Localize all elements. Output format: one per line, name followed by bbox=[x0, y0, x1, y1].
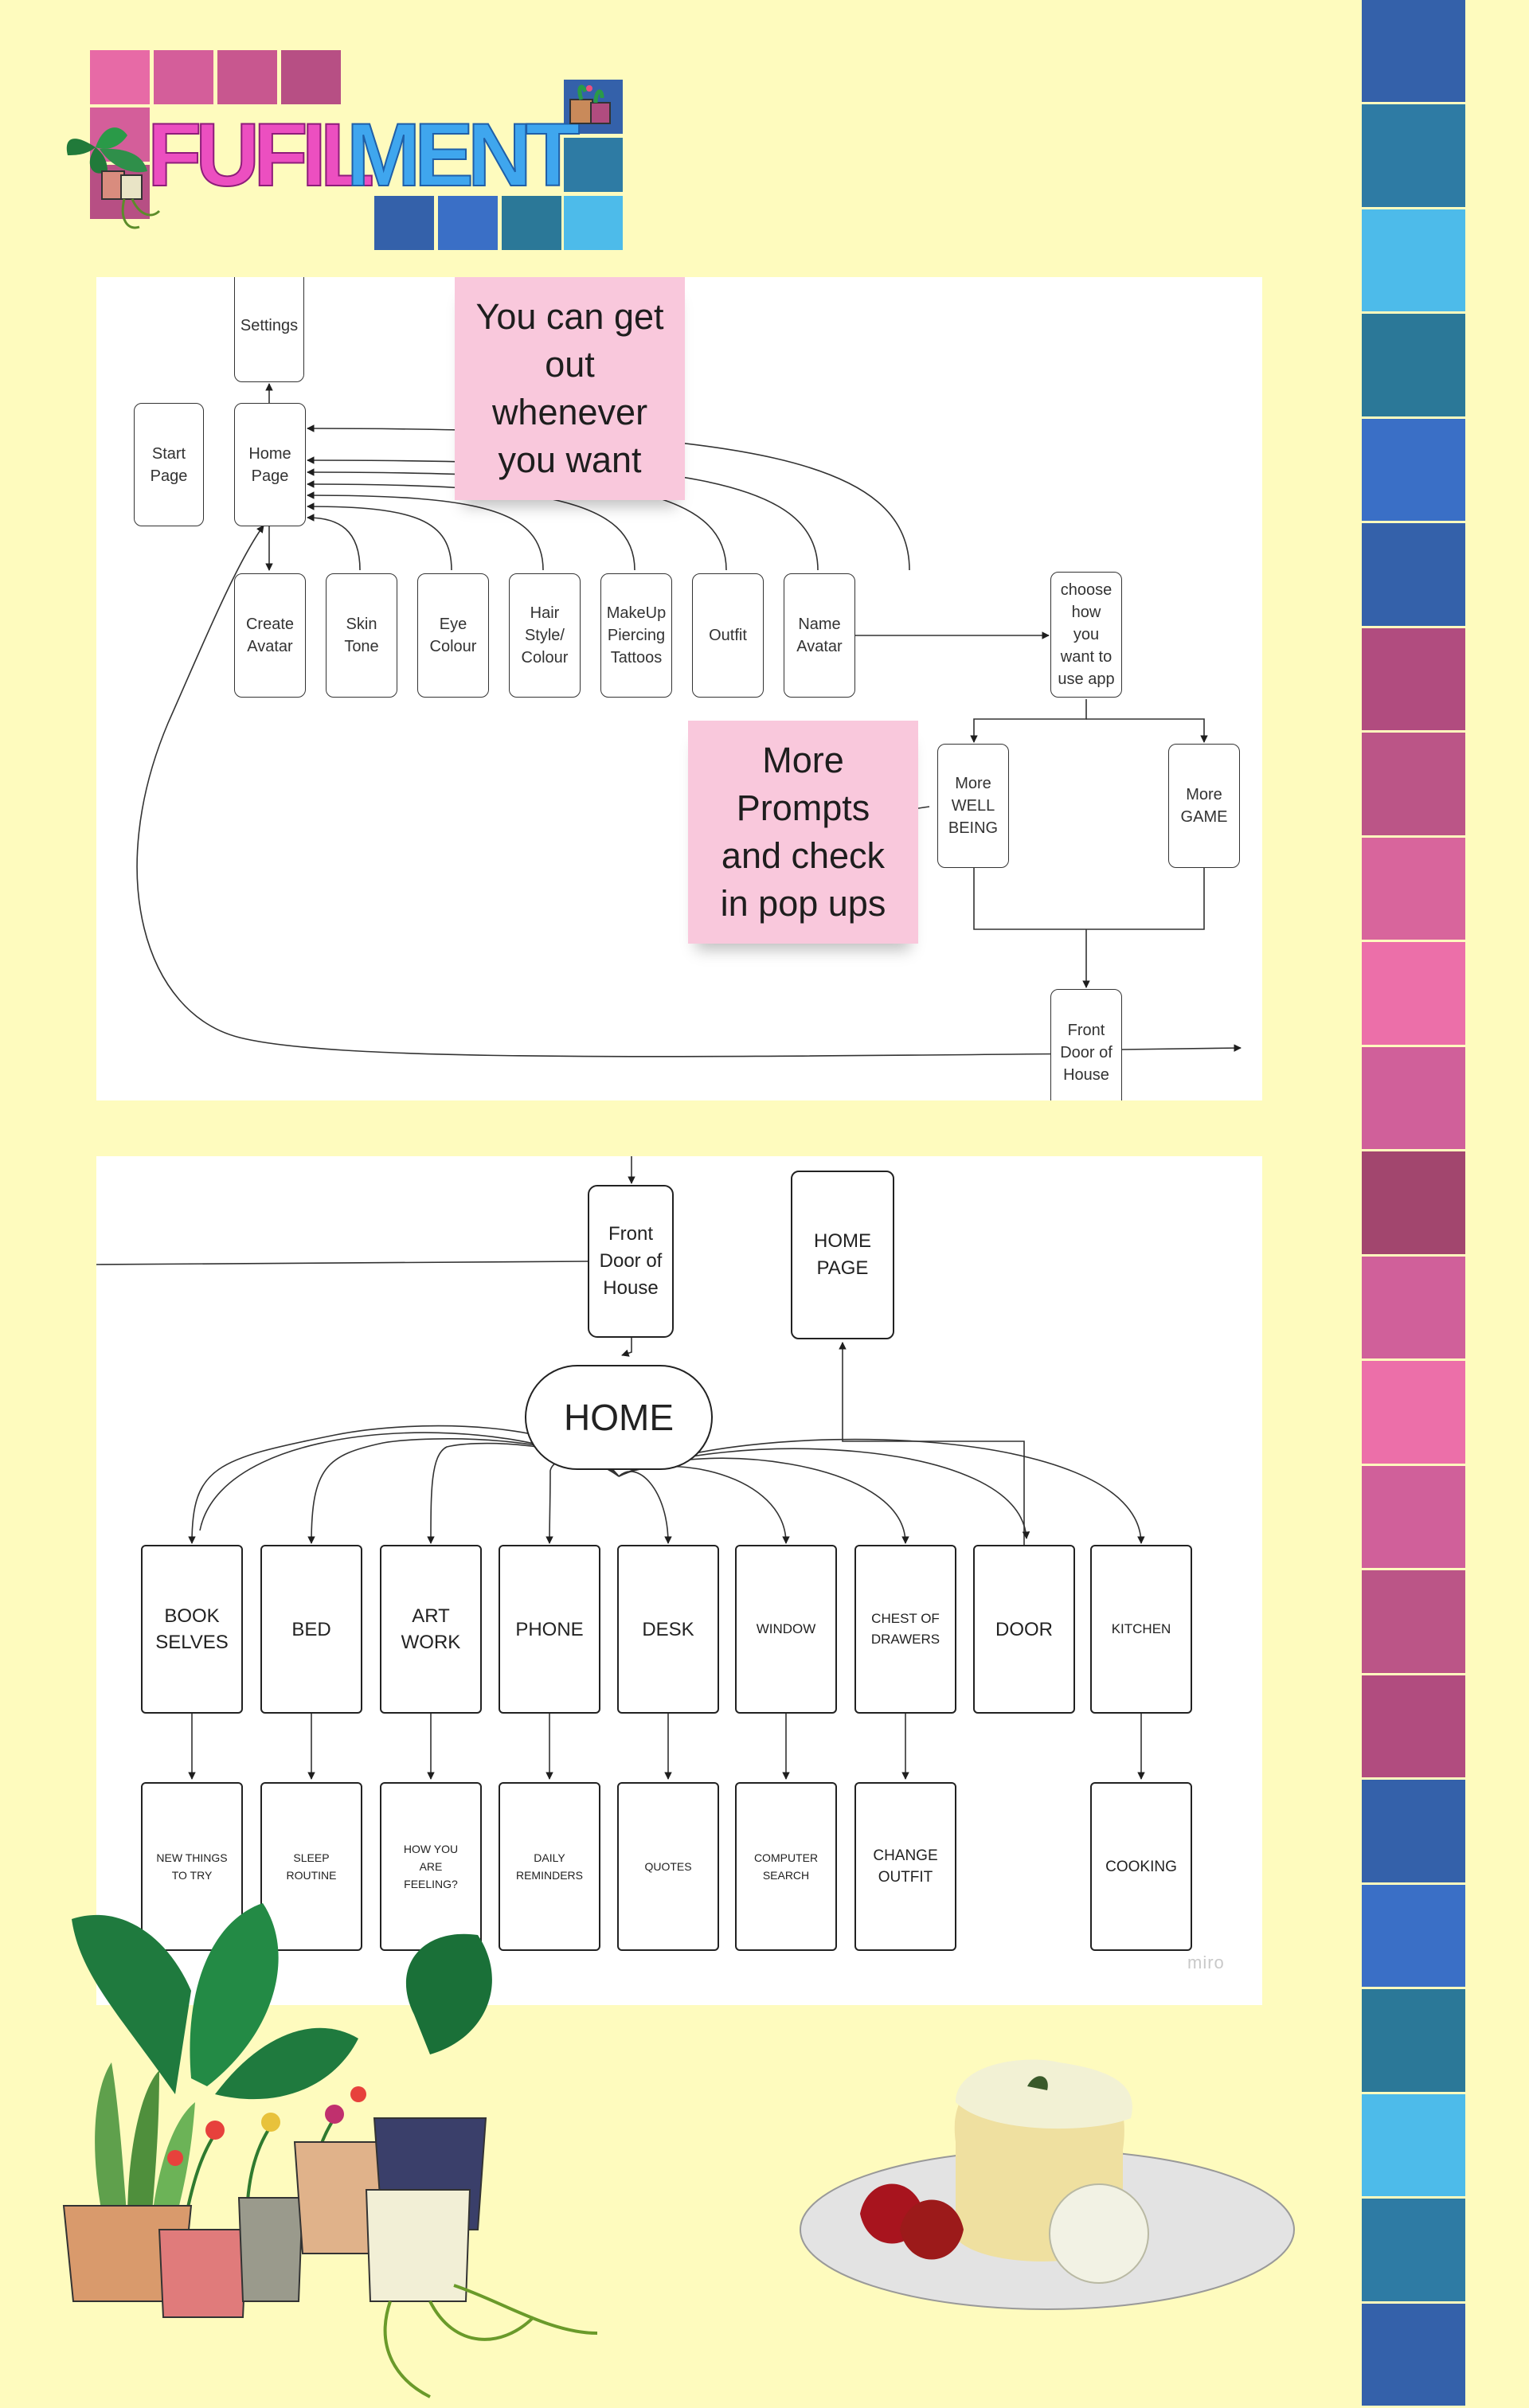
room-node: BED bbox=[260, 1545, 362, 1714]
stripe-block bbox=[1362, 209, 1465, 312]
activity-node: COOKING bbox=[1090, 1782, 1192, 1951]
stripe-block bbox=[1362, 2303, 1465, 2406]
trailing-vines bbox=[383, 2284, 598, 2398]
stripe-block bbox=[1362, 1675, 1465, 1778]
node-choose-how-to-use-app: choose how you want to use app bbox=[1050, 572, 1122, 698]
stripe-block bbox=[1362, 1361, 1465, 1464]
flowchart-house-rooms: Front Door of House HOME PAGE HOME BOOK … bbox=[96, 1156, 1262, 2005]
potted-plants-illustration bbox=[62, 1903, 598, 2398]
stripe-block bbox=[1362, 1884, 1465, 1988]
stripe-block bbox=[1362, 1151, 1465, 1254]
node-outfit: Outfit bbox=[692, 573, 764, 698]
activity-node: COMPUTER SEARCH bbox=[735, 1782, 837, 1951]
node-more-wellbeing: More WELL BEING bbox=[937, 744, 1009, 868]
color-stripe-border bbox=[1362, 0, 1465, 2408]
node-settings: Settings bbox=[234, 277, 304, 382]
stripe-block bbox=[1362, 2093, 1465, 2197]
room-node: CHEST OF DRAWERS bbox=[854, 1545, 956, 1714]
node-eye-colour: Eye Colour bbox=[417, 573, 489, 698]
stripe-block bbox=[1362, 104, 1465, 207]
node-start-page: Start Page bbox=[134, 403, 204, 526]
logo-text-fufil: FUFIL bbox=[147, 105, 372, 205]
room-node: DOOR bbox=[973, 1545, 1075, 1714]
logo-small-plant-icon bbox=[569, 84, 611, 124]
activity-node: NEW THINGS TO TRY bbox=[141, 1782, 243, 1951]
stripe-block bbox=[1362, 837, 1465, 940]
activity-node: SLEEP ROUTINE bbox=[260, 1782, 362, 1951]
node-home: HOME bbox=[525, 1365, 713, 1470]
mint-leaf bbox=[1027, 2076, 1048, 2090]
stripe-block bbox=[1362, 2199, 1465, 2301]
node-name-avatar: Name Avatar bbox=[784, 573, 855, 698]
cream-topping bbox=[956, 2059, 1132, 2129]
flowchart-avatar-setup: Settings Start Page Home Page Create Ava… bbox=[96, 277, 1262, 1100]
room-node: BOOK SELVES bbox=[141, 1545, 243, 1714]
node-home-page: Home Page bbox=[234, 403, 306, 526]
node-more-game: More GAME bbox=[1168, 744, 1240, 868]
room-node: KITCHEN bbox=[1090, 1545, 1192, 1714]
snake-plant bbox=[95, 2062, 195, 2222]
room-node: PHONE bbox=[499, 1545, 600, 1714]
strawberry bbox=[900, 2199, 964, 2260]
logo-blue-tiles bbox=[374, 80, 623, 250]
stripe-block bbox=[1362, 1780, 1465, 1882]
logo-plant-icon bbox=[66, 127, 161, 229]
stripe-block bbox=[1362, 0, 1465, 103]
activity-node: QUOTES bbox=[617, 1782, 719, 1951]
stripe-block bbox=[1362, 418, 1465, 522]
stripe-block bbox=[1362, 1465, 1465, 1569]
pancake-plate-illustration bbox=[800, 2059, 1295, 2310]
stripe-block bbox=[1362, 942, 1465, 1045]
sticky-note-get-out: You can get out whenever you want bbox=[455, 277, 685, 500]
node-front-door-of-house: Front Door of House bbox=[1050, 989, 1122, 1100]
node-create-avatar: Create Avatar bbox=[234, 573, 306, 698]
room-node: WINDOW bbox=[735, 1545, 837, 1714]
node-front-door-of-house-2: Front Door of House bbox=[588, 1185, 674, 1338]
stripe-block bbox=[1362, 627, 1465, 731]
stripe-block bbox=[1362, 1046, 1465, 1150]
room-node: ART WORK bbox=[380, 1545, 482, 1714]
fufilment-logo: FUFIL MENT bbox=[66, 50, 623, 250]
stripe-block bbox=[1362, 523, 1465, 626]
stripe-block bbox=[1362, 1570, 1465, 1673]
activity-node: HOW YOU ARE FEELING? bbox=[380, 1782, 482, 1951]
node-hair-style-colour: Hair Style/ Colour bbox=[509, 573, 581, 698]
activity-node: DAILY REMINDERS bbox=[499, 1782, 600, 1951]
stripe-block bbox=[1362, 733, 1465, 835]
plant-pots bbox=[62, 2117, 487, 2318]
logo-text-ment: MENT bbox=[346, 105, 580, 205]
activity-node: CHANGE OUTFIT bbox=[854, 1782, 956, 1951]
stripe-block bbox=[1362, 1989, 1465, 2092]
node-skin-tone: Skin Tone bbox=[326, 573, 397, 698]
stripe-block bbox=[1362, 1256, 1465, 1359]
room-node: DESK bbox=[617, 1545, 719, 1714]
sticky-note-more-prompts: More Prompts and check in pop ups bbox=[688, 721, 918, 944]
miro-watermark: miro bbox=[1187, 1953, 1225, 1972]
node-home-page-2: HOME PAGE bbox=[791, 1171, 894, 1339]
node-makeup-piercing-tattoos: MakeUp Piercing Tattoos bbox=[600, 573, 672, 698]
cream-ball bbox=[1049, 2183, 1149, 2284]
monstera-plant bbox=[72, 1903, 492, 2100]
stripe-block bbox=[1362, 314, 1465, 416]
